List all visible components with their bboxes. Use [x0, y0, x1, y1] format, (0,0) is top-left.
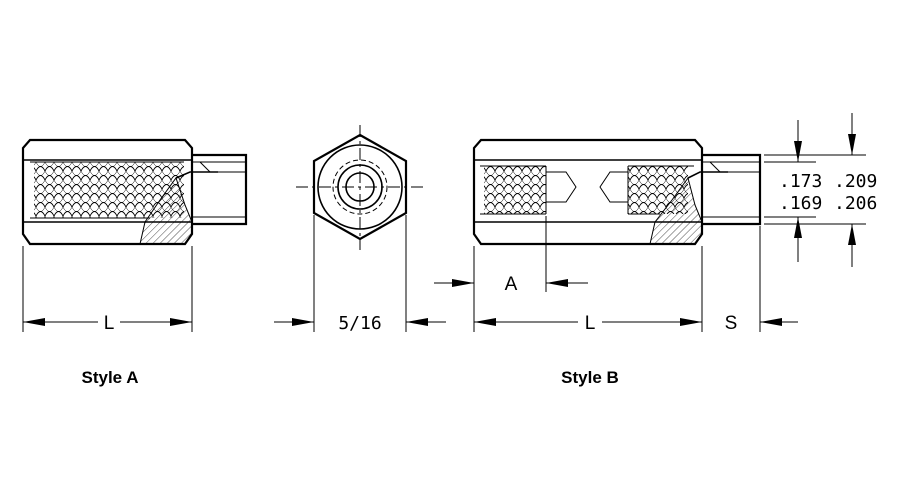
- dim-l-style-b: L: [585, 313, 596, 334]
- style-b-label: Style B: [561, 368, 619, 387]
- dim-hex-across-flats: 5/16: [338, 313, 381, 334]
- dim-l-style-a: L: [104, 313, 115, 334]
- style-b-spacer: [434, 113, 866, 332]
- hex-end-view: [274, 125, 446, 332]
- dim-major-diameter-max: .209: [834, 171, 877, 192]
- style-a-label: Style A: [81, 368, 138, 387]
- dim-minor-diameter-max: .173: [779, 171, 822, 192]
- style-a-spacer: [21, 138, 248, 332]
- dim-s-style-b: S: [725, 313, 738, 334]
- dim-minor-diameter-min: .169: [779, 193, 822, 214]
- dim-major-diameter-min: .206: [834, 193, 877, 214]
- dim-a-style-b: A: [505, 274, 518, 295]
